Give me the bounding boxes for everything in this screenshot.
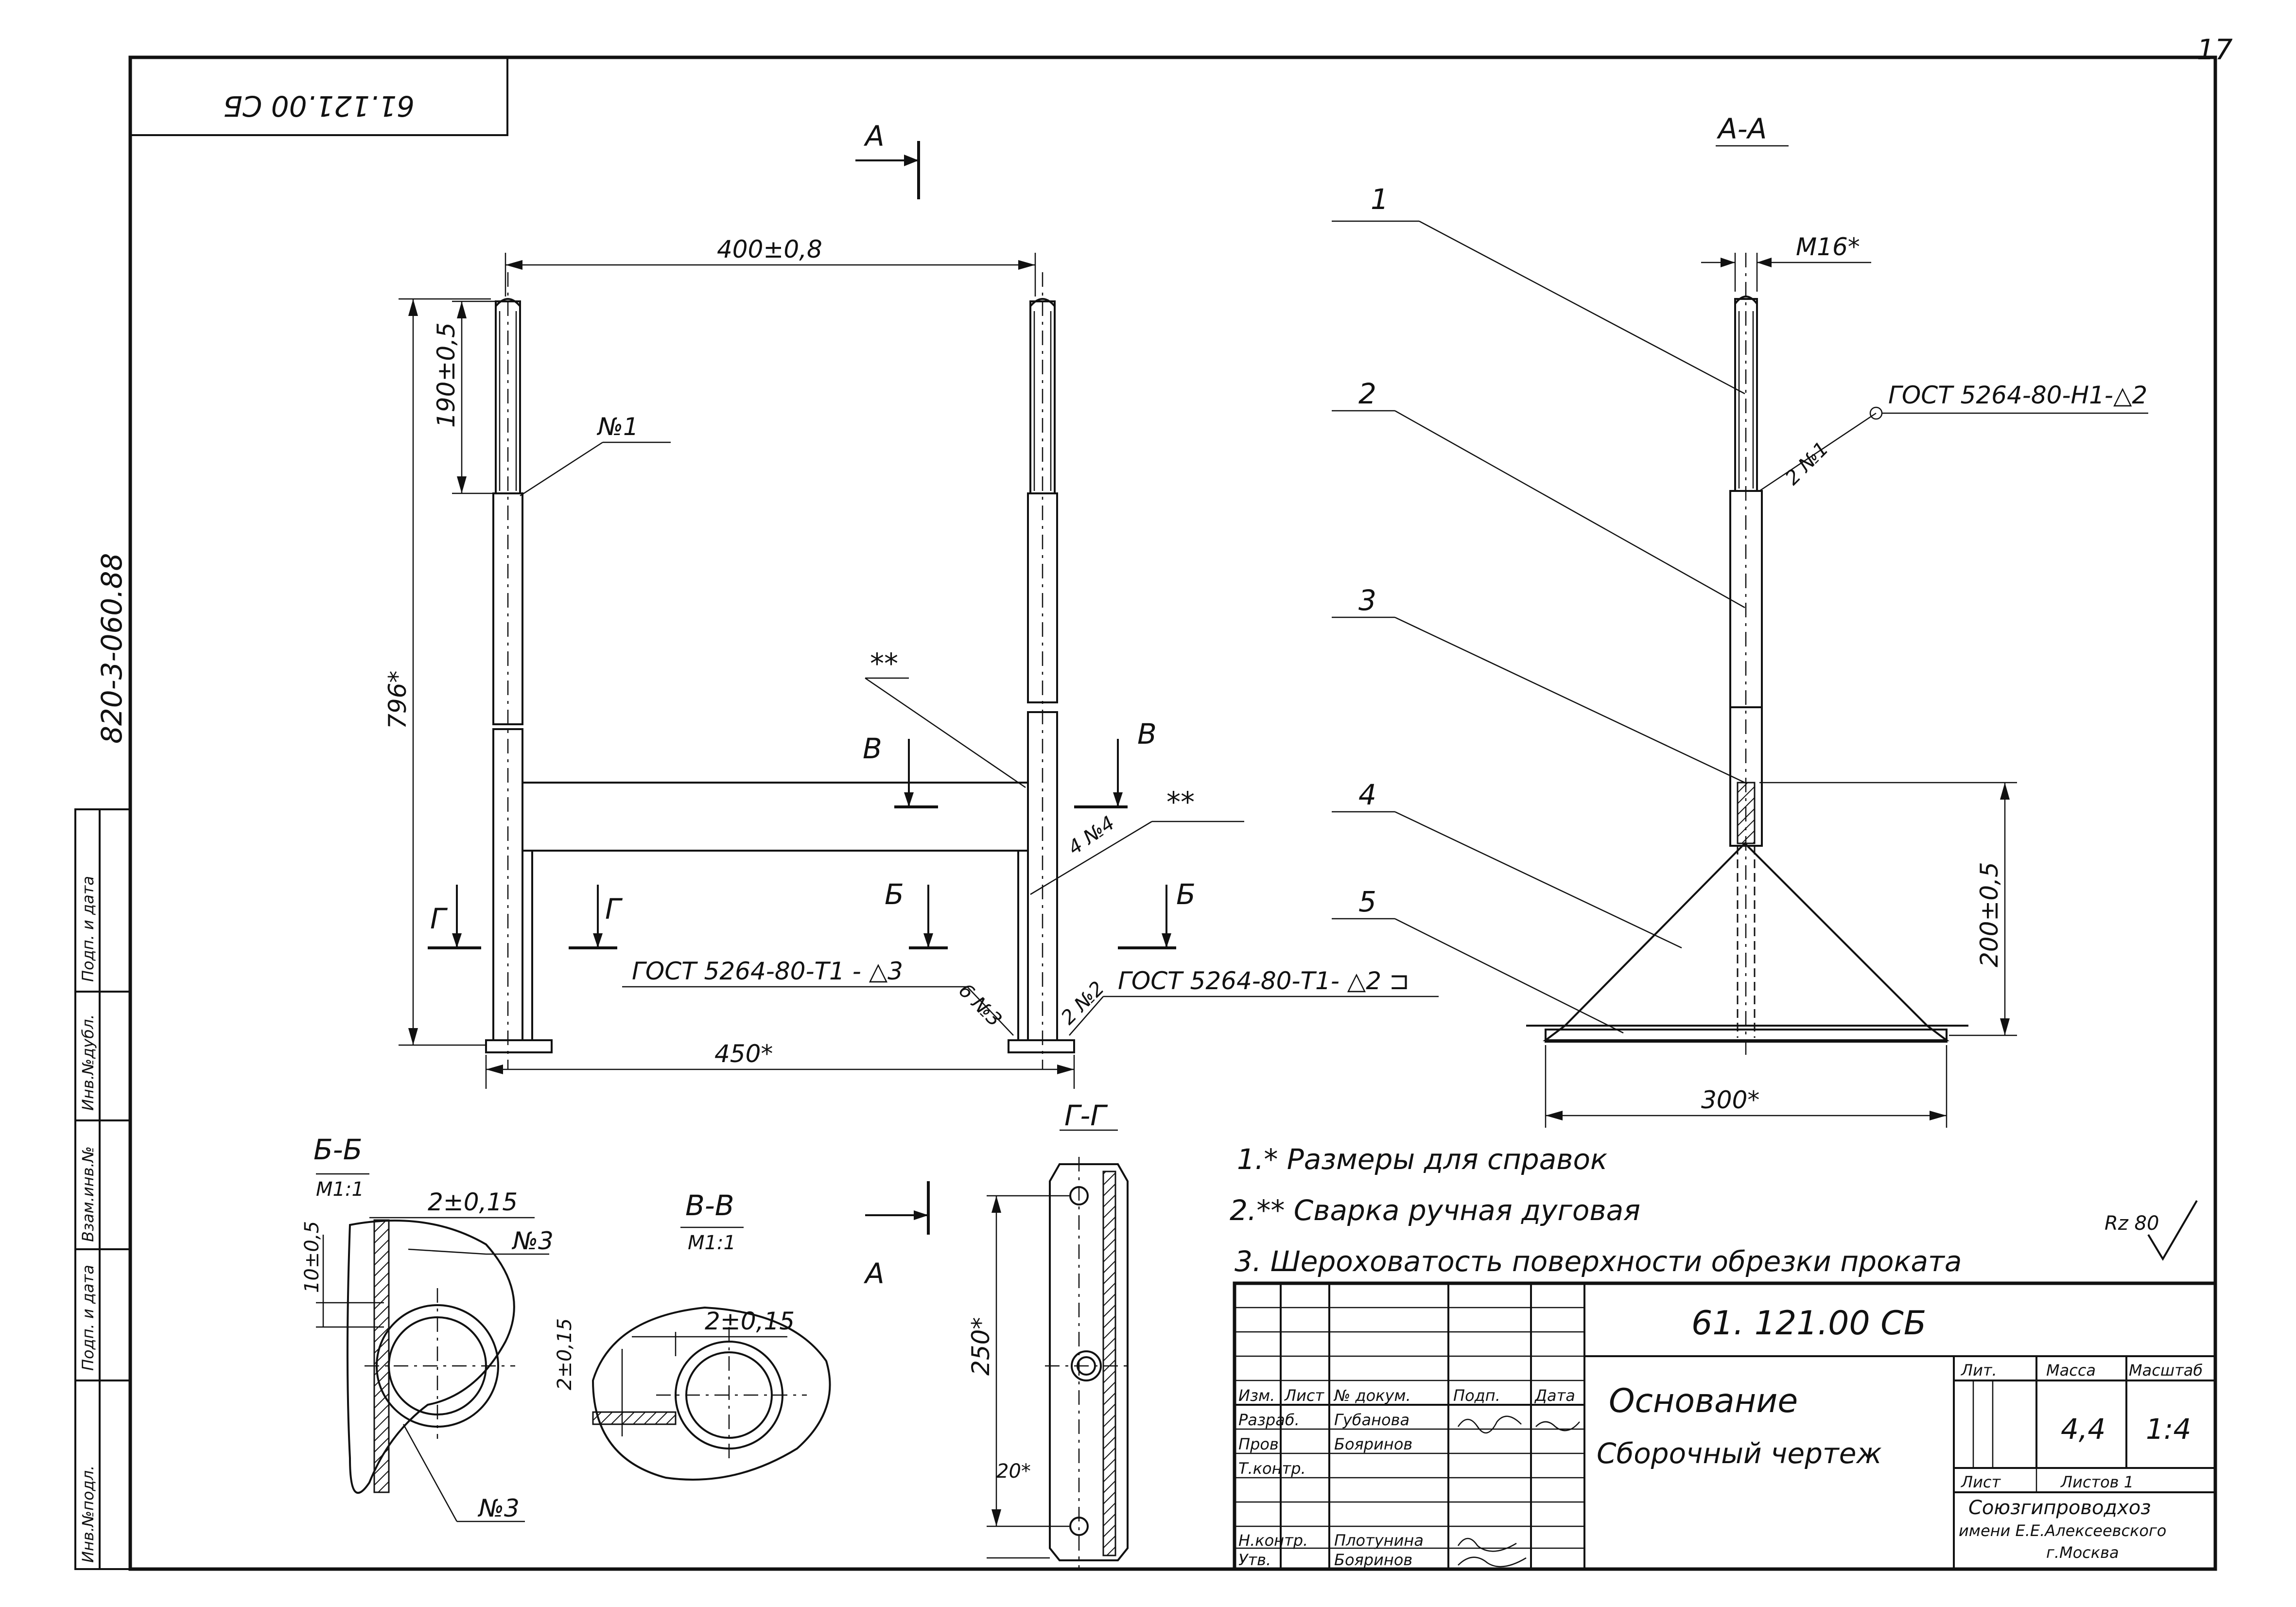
sheets-label: Листов 1 [2060,1473,2134,1491]
signature [1458,1556,1527,1568]
rotated-code-box [129,56,508,136]
section-b-label-top: №3 [511,1227,554,1255]
cut-label-b-left: Б [885,878,904,911]
section-g-length: 250* [967,1317,995,1376]
section-b-title: Б-Б [313,1133,363,1166]
section-b-label-bottom: №3 [477,1494,520,1522]
scale-label: Масштаб [2129,1361,2203,1380]
col-izm: Изм. [1238,1386,1275,1405]
stamp-cell-5: Подп. и дата [79,876,97,982]
side-dim-300: 300* [1701,1086,1759,1114]
row-role-2: Пров. [1238,1435,1284,1453]
side-view-title: А-А [1716,112,1767,145]
col-list: Лист [1284,1386,1324,1405]
title-name-1: Основание [1609,1382,1798,1420]
section-g [865,1129,1129,1570]
stamp-cell-2: Подп. и дата [79,1265,97,1371]
weld-label-4: 4 №4 [1064,812,1119,859]
side-dim-200: 200±0,5 [1975,862,2003,967]
scale-value: 1:4 [2146,1413,2191,1446]
leader-1: 1 [1371,183,1389,216]
row-role-5: Утв. [1238,1551,1271,1569]
section-v-scale: М1:1 [688,1232,736,1254]
section-g-edge: 20* [996,1460,1031,1483]
title-doc-code: 61. 121.00 СБ [1691,1304,1926,1343]
series-code: 820-3-060.88 [95,553,128,744]
stamp-cell-4: Инв.№дубл. [79,1014,97,1111]
leader-3: 3 [1358,584,1376,617]
mass-label: Масса [2046,1361,2096,1380]
row-role-1: Разраб. [1238,1411,1300,1429]
weld-label-star: ** [870,647,898,680]
row-name-4: Плотунина [1334,1531,1424,1550]
note-2: 2.** Сварка ручная дуговая [1230,1194,1640,1227]
note-1: 1.* Размеры для справок [1237,1143,1607,1176]
org-line-3: г.Москва [2046,1543,2119,1562]
cut-label-v-left: В [863,732,882,765]
stamp-cell-1: Инв.№подл. [79,1466,97,1563]
cut-label-b-right: Б [1176,878,1196,911]
front-section-mark: A [863,120,885,153]
rotated-top-code: 61.121.00 СБ [223,89,415,122]
col-doc: № докум. [1333,1386,1411,1405]
cut-label-g-left: Г [430,902,448,935]
org-line-1: Союзгипроводхоз [1968,1497,2151,1519]
roughness-label: Rz 80 [2105,1212,2159,1235]
leader-4: 4 [1358,778,1376,811]
section-b-scale: М1:1 [316,1178,364,1201]
side-stamp [74,808,131,1570]
row-name-1: Губанова [1334,1411,1409,1429]
side-view [1332,145,2148,1128]
signature [1457,1415,1522,1434]
dim-190: 190±0,5 [432,322,460,428]
section-v-title: В-В [685,1189,734,1222]
section-g-mark: A [863,1257,885,1290]
row-role-3: Т.контр. [1238,1459,1306,1478]
side-thread: M16* [1796,233,1860,261]
section-b [316,1173,549,1522]
title-block [1233,1281,2217,1571]
weld-label-star-2: ** [1166,786,1195,819]
col-date: Дата [1534,1386,1575,1405]
row-role-4: Н.контр. [1238,1531,1308,1550]
dim-400: 400±0,8 [717,235,822,263]
org-line-2: имени Е.Е.Алексеевского [1959,1521,2166,1540]
dim-450: 450* [714,1040,773,1068]
lit-label: Лит. [1961,1361,1997,1380]
section-v-side: 2±0,15 [554,1318,576,1390]
side-weld-1: 2 №1 [1781,437,1833,489]
col-sign: Подп. [1453,1386,1500,1405]
row-name-5: Бояринов [1334,1551,1412,1569]
page-number: 17 [2197,33,2233,66]
signature [1535,1421,1580,1432]
leader-5: 5 [1358,885,1376,918]
leader-2: 2 [1358,377,1376,410]
side-gost: ГОСТ 5264-80-Н1-△2 [1888,381,2147,409]
dim-796: 796* [383,671,412,729]
front-view [399,141,1439,1089]
roughness-symbol [2147,1200,2198,1261]
weld-label-3: 6 №3 [954,979,1006,1031]
cut-label-v-right: В [1137,717,1157,751]
sheet-label: Лист [1961,1473,2001,1491]
stamp-cell-3: Взам.инв.№ [79,1146,97,1242]
cut-label-g-right: Г [605,892,623,926]
signature [1457,1537,1517,1552]
section-b-gap: 2±0,15 [428,1188,518,1216]
gost-right: ГОСТ 5264-80-Т1- △2 ⊐ [1118,967,1409,995]
section-b-height: 10±0,5 [301,1221,323,1293]
gost-left: ГОСТ 5264-80-Т1 - △3 [632,957,903,985]
section-v-gap: 2±0,15 [705,1307,795,1335]
weld-label-1: №1 [596,413,639,441]
mass-value: 4,4 [2061,1413,2105,1446]
section-v [591,1226,831,1481]
note-3: 3. Шероховатость поверхности обрезки про… [1235,1245,1962,1278]
title-name-2: Сборочный чертеж [1597,1437,1882,1470]
row-name-2: Бояринов [1334,1435,1412,1453]
weld-label-2: 2 №2 [1057,977,1109,1029]
section-g-title: Г-Г [1064,1099,1108,1132]
